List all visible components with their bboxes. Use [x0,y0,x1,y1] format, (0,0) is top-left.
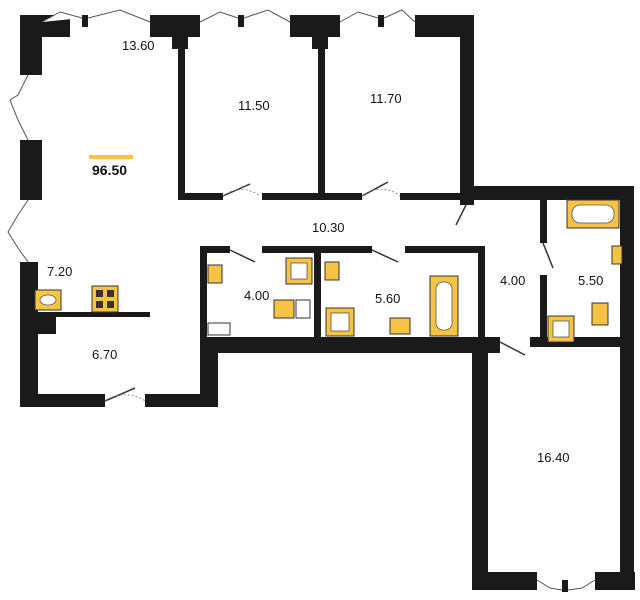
sink-bowl [39,294,57,306]
burner [96,301,103,308]
total-area-accent [89,155,133,159]
wall-segment [38,312,56,334]
room-area-storage: 6.70 [92,347,117,362]
door-bedroom-1 [222,183,251,197]
wall-segment [378,15,384,27]
wall-segment [530,337,634,347]
window-left-lower [7,199,29,263]
window-bottom-right [536,579,563,591]
wall-segment [200,337,500,353]
window-bedroom-2-b [383,9,416,23]
window-bottom-right-b [567,579,596,591]
wall-segment [540,193,547,243]
toilet-icon [591,302,609,326]
wall-segment [38,312,150,317]
wall-segment [145,394,218,407]
shower-tray [552,320,570,338]
window-bedroom-2 [339,11,379,23]
room-area-bedroom-2: 11.70 [370,91,402,106]
burner [107,290,114,297]
wall-segment [20,262,38,402]
laundry-icon [207,322,231,336]
door-arc [104,394,146,402]
wall-segment [200,337,218,407]
room-area-hall: 10.30 [312,220,345,235]
wall-segment [178,40,185,200]
stove-icon [91,285,119,313]
room-area-living: 13.60 [122,38,155,53]
toilet-icon [324,261,340,281]
burner [107,301,114,308]
wall-segment [540,275,547,345]
shower-icon [547,315,575,343]
sink-icon [273,299,295,319]
door-storage [104,387,136,402]
door-bedroom-3 [499,341,526,356]
sink-icon [389,317,411,335]
wall-segment [460,15,474,205]
window-bedroom-1 [199,11,239,23]
door-corridor [455,204,467,226]
wall-segment [200,246,207,341]
wall-segment [20,15,42,75]
burner [96,290,103,297]
wall-segment [400,193,474,200]
room-area-bedroom-3: 16.40 [537,450,570,465]
room-area-kitchen: 7.20 [47,264,72,279]
wall-segment [20,394,105,407]
walls [20,15,635,592]
room-area-bedroom-1: 11.50 [238,98,270,113]
window-top-left [41,11,83,23]
toilet-icon [207,264,223,284]
wall-segment [620,186,634,590]
door-bath-3 [542,242,554,269]
wall-segment [318,40,325,200]
wall-segment [472,345,488,590]
doors [104,181,554,402]
wall-segment [82,15,88,27]
sink-icon [611,245,623,265]
room-area-bath-1: 4.00 [244,288,269,303]
shower-tray [290,262,308,280]
door-bath-1 [229,249,256,263]
windows [7,9,596,591]
wall-segment [178,193,223,200]
window-bedroom-1-b [243,9,291,23]
wall-segment [405,246,485,253]
wall-segment [238,15,244,27]
door-arc [361,188,401,197]
labels: 96.50 13.60 11.50 11.70 10.30 7.20 4.00 … [47,38,603,465]
wall-segment [314,246,321,341]
window-left-upper [9,74,29,141]
room-area-corridor: 4.00 [500,273,525,288]
total-area: 96.50 [92,162,127,178]
wall-segment [20,140,42,200]
shower-tray [330,312,350,332]
door-bath-2 [371,249,399,263]
cabinet-icon [295,299,311,319]
bathtub-basin [435,281,453,331]
window-top-left-2 [87,9,151,23]
wall-segment [472,572,537,590]
wall-segment [262,193,362,200]
wall-segment [415,15,470,37]
wall-segment [595,572,635,590]
room-area-bath-2: 5.60 [375,291,400,306]
fixtures [34,199,623,343]
door-bedroom-2 [361,181,389,197]
wall-segment [562,580,568,592]
bathtub-basin [571,204,615,224]
wall-segment [200,246,230,253]
wall-segment [478,246,485,341]
room-area-bath-3: 5.50 [578,273,603,288]
